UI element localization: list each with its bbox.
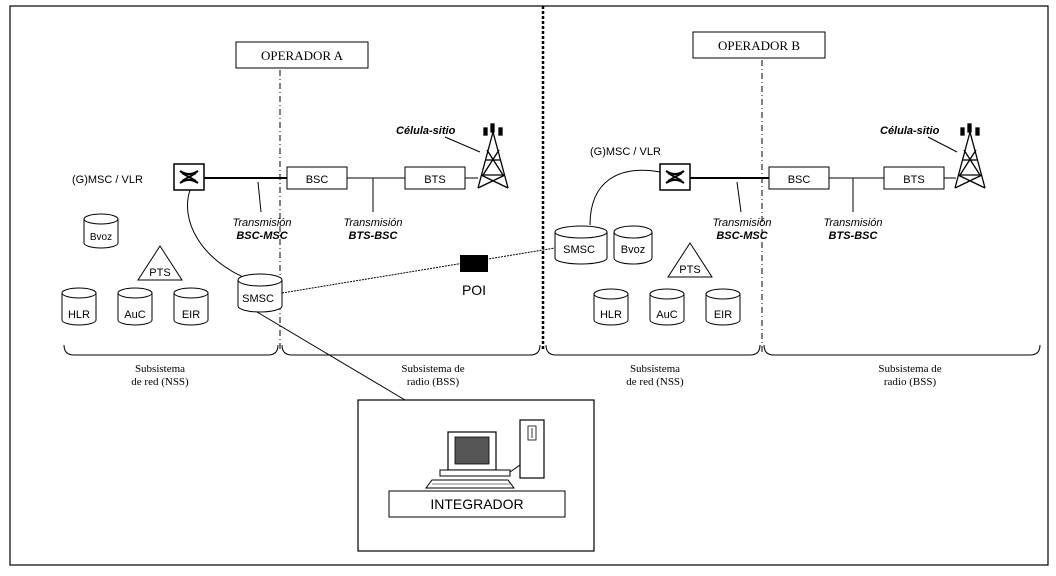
- link-smsc-integrador: [256, 311, 406, 401]
- tx-a-bsc-msc-1: Transmisión: [232, 217, 291, 229]
- operator-b-label: OPERADOR B: [718, 38, 800, 53]
- a-nss-label-1: Subsistema: [135, 363, 185, 375]
- smsc-a-label: SMSC: [242, 293, 274, 305]
- cell-b-label: Célula-sitio: [880, 125, 940, 137]
- b-bss-label-2: radio (BSS): [884, 376, 937, 388]
- b-bss-label-1: Subsistema de: [878, 363, 941, 375]
- eir-b-label: EIR: [714, 309, 732, 321]
- eir-a-label: EIR: [182, 309, 200, 321]
- operator-a-box: [235, 41, 369, 69]
- operator-a-label: OPERADOR A: [261, 48, 344, 63]
- bsc-b-label: BSC: [788, 174, 811, 186]
- tx-a-bts-bsc-2: BTS-BSC: [349, 230, 399, 242]
- tx-a-bsc-msc-pointer: [257, 181, 262, 213]
- auc-b-label: AuC: [656, 309, 677, 321]
- brace-a-bss: [281, 344, 541, 356]
- smsc-a-db-icon: [237, 273, 283, 313]
- a-nss-label-2: de red (NSS): [131, 376, 189, 388]
- tx-b-bts-bsc-2: BTS-BSC: [829, 230, 879, 242]
- outer-border: [9, 5, 1049, 566]
- bvoz-a-label: Bvoz: [90, 232, 112, 243]
- a-bss-label-1: Subsistema de: [401, 363, 464, 375]
- auc-a-db-icon: [117, 287, 153, 326]
- brace-b-nss: [545, 344, 761, 356]
- hlr-b-db-icon: [593, 288, 629, 326]
- pts-b-label: PTS: [679, 264, 700, 276]
- link-msc-smsc-b: [589, 169, 661, 226]
- bts-b-label: BTS: [903, 174, 924, 186]
- tx-b-bsc-msc-pointer: [736, 181, 742, 213]
- link-msc-smsc-a: [187, 189, 251, 281]
- hlr-a-db-icon: [61, 287, 97, 326]
- tx-b-bsc-msc-1: Transmisión: [712, 217, 771, 229]
- brace-b-bss: [763, 344, 1041, 356]
- tx-a-bts-bsc-1: Transmisión: [343, 217, 402, 229]
- integrador-label: INTEGRADOR: [430, 496, 523, 512]
- eir-b-db-icon: [705, 288, 741, 326]
- computer-icon: [425, 419, 545, 489]
- hlr-b-label: HLR: [600, 309, 622, 321]
- msc-a-label: (G)MSC / VLR: [72, 174, 143, 186]
- tx-b-bts-bsc-1: Transmisión: [823, 217, 882, 229]
- bvoz-b-label: Bvoz: [621, 244, 645, 256]
- msc-b-switch: [659, 163, 691, 191]
- poi-link: [281, 247, 556, 294]
- pts-a-triangle: [137, 245, 183, 281]
- auc-b-db-icon: [649, 288, 685, 326]
- b-nss-label-2: de red (NSS): [626, 376, 684, 388]
- tx-a-bsc-msc-2: BSC-MSC: [236, 230, 288, 242]
- poi-label: POI: [462, 282, 486, 298]
- tx-b-bsc-msc-2: BSC-MSC: [716, 230, 768, 242]
- cell-b-pointer: [927, 136, 958, 153]
- pts-b-triangle: [667, 242, 713, 278]
- auc-a-label: AuC: [124, 309, 145, 321]
- smsc-b-db-icon: [554, 225, 608, 265]
- msc-b-label: (G)MSC / VLR: [590, 146, 661, 158]
- b-nss-label-1: Subsistema: [630, 363, 680, 375]
- smsc-b-label: SMSC: [563, 244, 595, 256]
- operator-b-box: [692, 31, 826, 59]
- poi-block: [460, 255, 488, 272]
- bsc-a-label: BSC: [306, 174, 329, 186]
- integrador-label-box: [388, 490, 566, 518]
- bvoz-a-db-icon: [83, 213, 119, 249]
- cell-a-label: Célula-sitio: [396, 125, 456, 137]
- bvoz-b-db-icon: [613, 225, 653, 265]
- hlr-a-label: HLR: [68, 309, 90, 321]
- cell-a-pointer: [444, 136, 481, 153]
- bts-a-label: BTS: [424, 174, 445, 186]
- cell-tower-b-icon: [954, 123, 986, 189]
- a-bss-label-2: radio (BSS): [407, 376, 460, 388]
- cell-tower-a-icon: [477, 123, 509, 189]
- pts-a-label: PTS: [149, 267, 170, 279]
- brace-a-nss: [63, 344, 279, 356]
- msc-a-switch: [173, 163, 205, 191]
- eir-a-db-icon: [173, 287, 209, 326]
